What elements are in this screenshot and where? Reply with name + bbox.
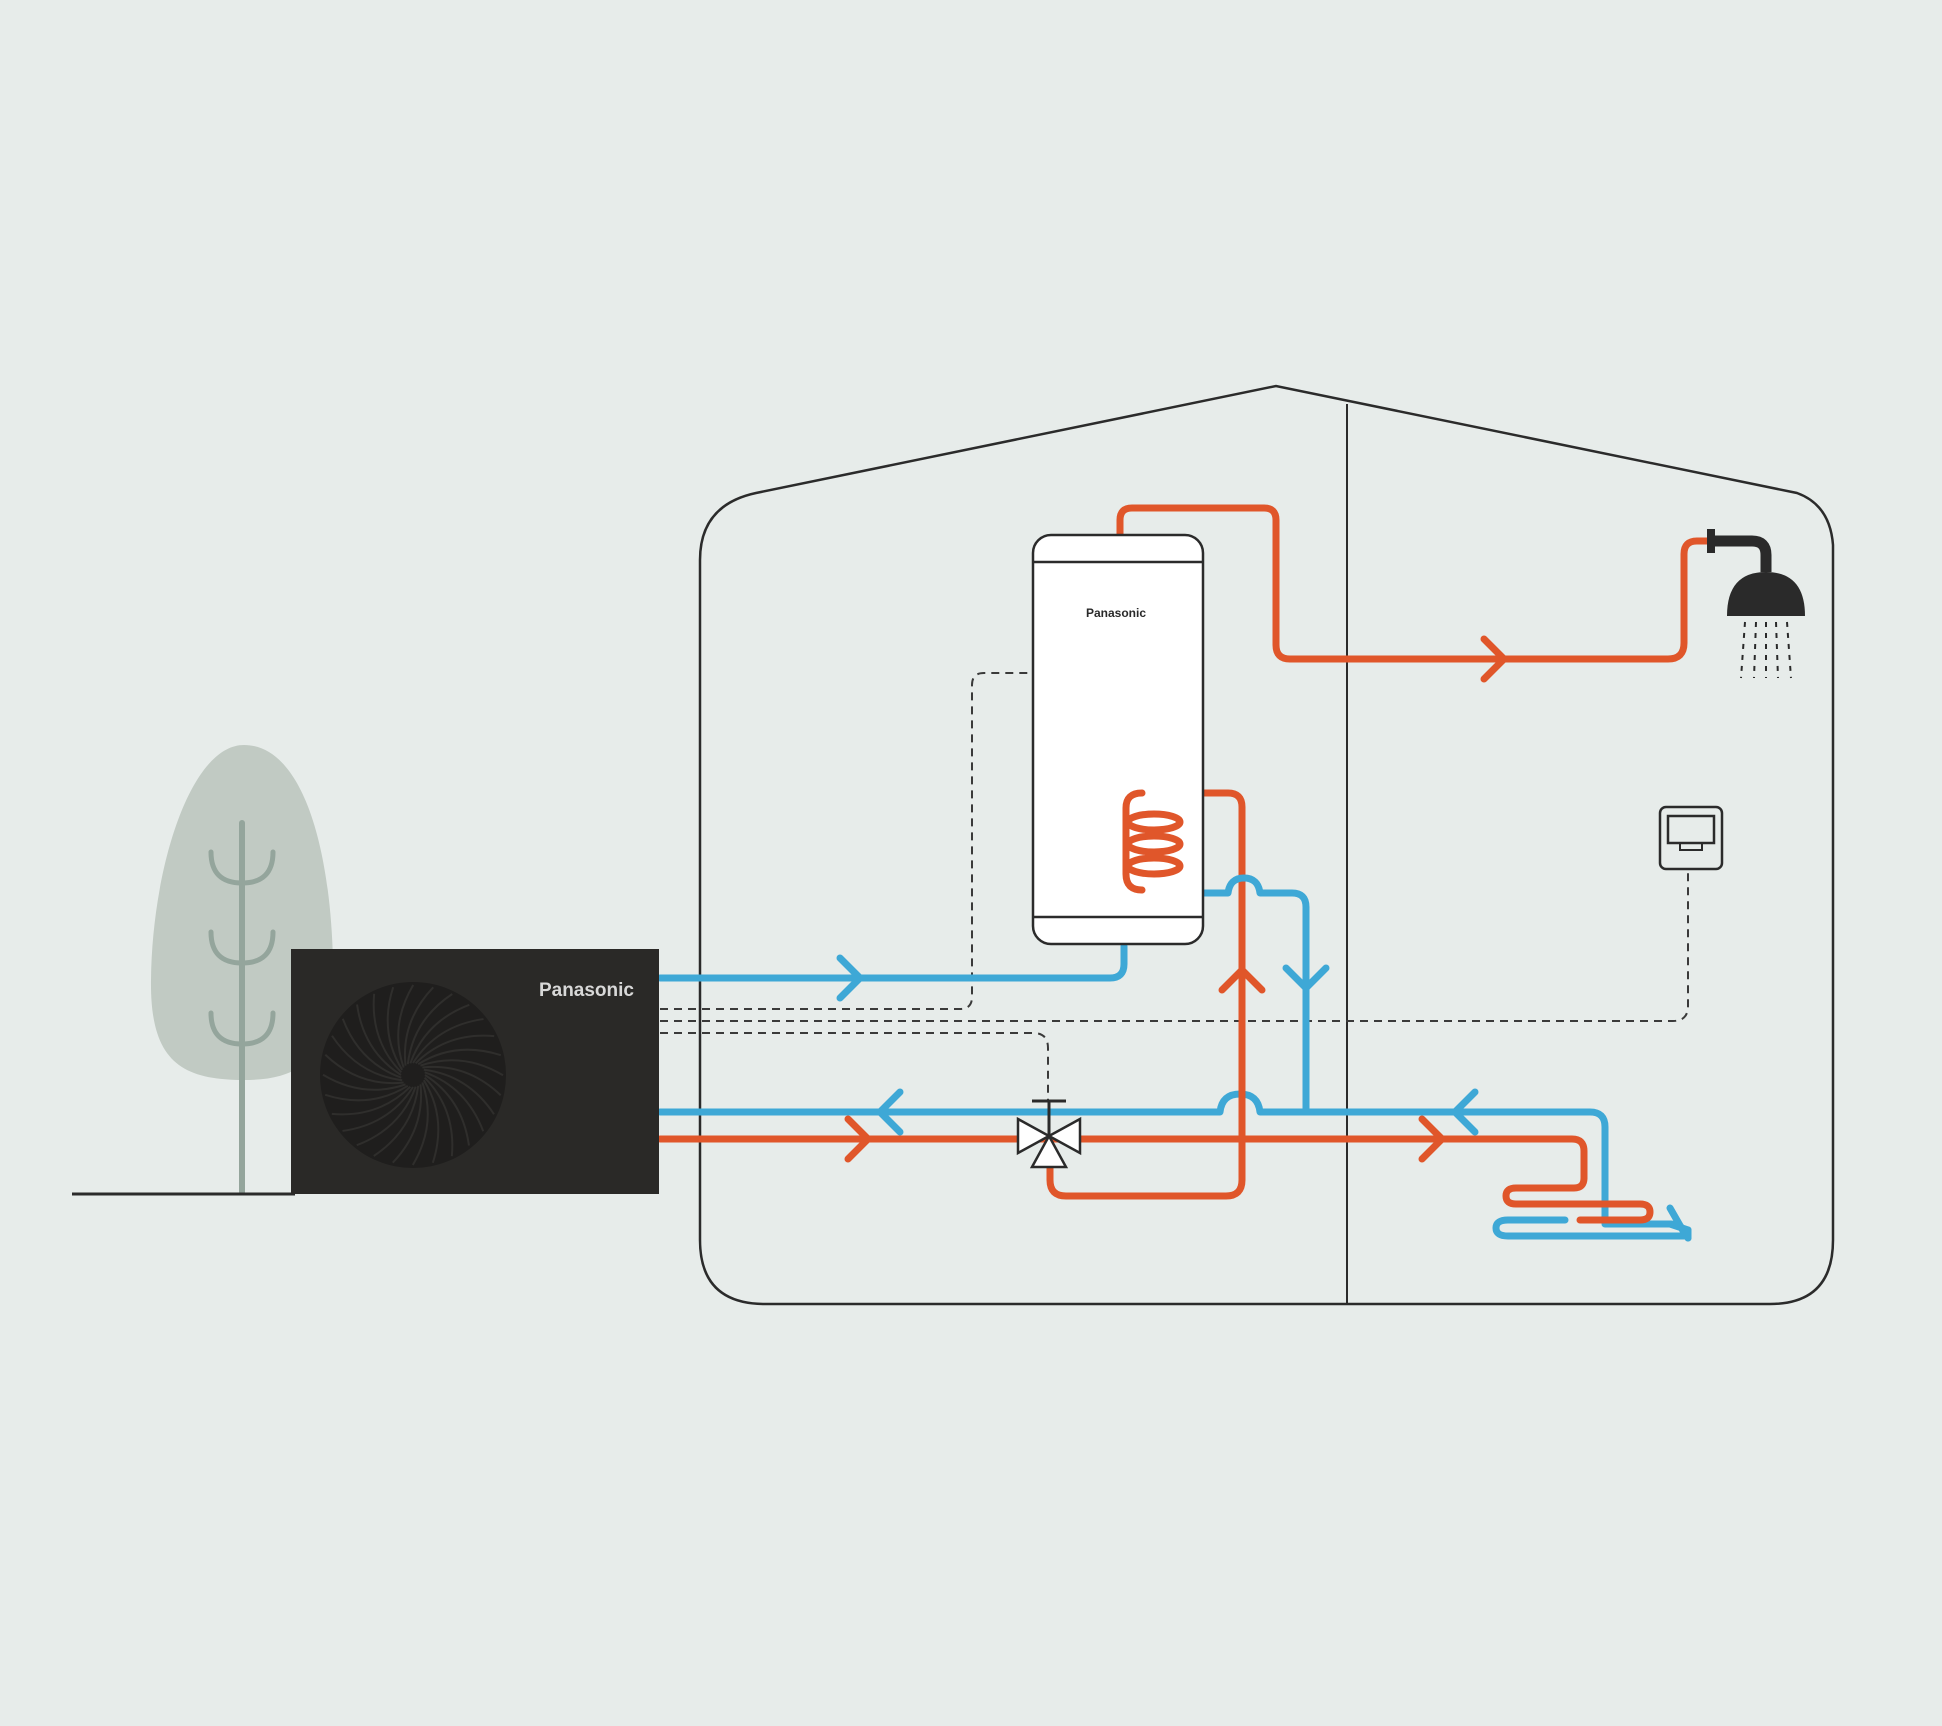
arrow-right-icon [1418, 1115, 1446, 1163]
coil-turn [1124, 832, 1184, 856]
pipe-coil-return [1138, 874, 1310, 1116]
fan-blade [324, 1084, 409, 1102]
fan-blade [409, 1003, 470, 1064]
underfloor-heating-icon [1492, 1174, 1692, 1242]
fan-blade [423, 1076, 454, 1157]
fan-blade [356, 1086, 417, 1147]
fan-blade [372, 993, 403, 1074]
tree-icon [150, 745, 334, 1195]
fan-icon [320, 982, 506, 1168]
pipe-heating-flow [656, 1135, 1588, 1182]
wire-to-thermostat [660, 872, 1689, 1022]
shower-water [1740, 621, 1792, 679]
arrow-left-icon [1451, 1088, 1479, 1136]
fan-blade [422, 1065, 502, 1096]
wire-to-valve [660, 1032, 1049, 1100]
house-outline [698, 384, 1835, 1306]
tree-branch [208, 1010, 276, 1047]
shower-arm [1711, 535, 1772, 572]
arrow-left-icon [876, 1088, 904, 1136]
coil-turn [1124, 854, 1184, 878]
pipe-hot-to-shower [1116, 504, 1714, 663]
thermostat-body [1658, 805, 1724, 871]
fan-blade [356, 1004, 402, 1076]
valve-port-left [1016, 1116, 1052, 1156]
pipe-heating-return [656, 1090, 1692, 1242]
outdoor-unit-brand-label: Panasonic [539, 980, 634, 1001]
fan-blade [420, 1059, 504, 1077]
fan-blade [392, 1084, 423, 1164]
pipe-cold-to-tank [656, 942, 1128, 982]
tank-body [1031, 533, 1205, 946]
arrow-down-icon [1282, 964, 1330, 992]
tree-branch [208, 929, 276, 966]
thermostat-screen [1666, 814, 1716, 845]
fan-blade [386, 986, 404, 1071]
fan-blade [331, 1035, 403, 1082]
fan-blade [417, 1048, 502, 1066]
fan-blade [373, 1085, 420, 1157]
fan-blade [422, 1079, 440, 1164]
fan-blade [397, 984, 415, 1068]
fan-blade [324, 1054, 404, 1085]
fan-blade [424, 1071, 485, 1132]
arrow-right-icon [844, 1115, 872, 1163]
tree-branch [208, 849, 276, 886]
fan-blade [403, 986, 434, 1066]
thermostat-button [1679, 842, 1703, 851]
outdoor-heat-pump-unit: Panasonic [291, 949, 659, 1194]
ufh-cold-coil [1492, 1204, 1692, 1242]
fan-blade [414, 1034, 495, 1065]
wire-to-tank-sensor [660, 672, 1120, 1010]
three-way-valve-icon [1016, 1099, 1082, 1169]
hot-water-tank: Panasonic [1031, 533, 1205, 946]
ufh-hot-coil [1502, 1174, 1654, 1224]
thermostat-icon [1658, 805, 1724, 871]
fan-blade [411, 1082, 429, 1166]
fan-blade [331, 1085, 412, 1116]
shower-head [1727, 572, 1805, 616]
shower-icon [1707, 529, 1805, 679]
coil-turn [1124, 810, 1184, 834]
fan-blade [412, 1018, 484, 1064]
arrow-right-icon [1480, 635, 1508, 683]
fan-blade [342, 1086, 414, 1132]
valve-port-bottom [1029, 1133, 1069, 1169]
arrow-right-icon [836, 954, 864, 1002]
fan-blade [341, 1018, 402, 1079]
fan-blade [406, 993, 453, 1065]
tank-brand-label: Panasonic [1086, 606, 1146, 620]
arrow-up-icon [1218, 966, 1266, 994]
fan-blade [424, 1074, 470, 1146]
fan-blade [423, 1068, 495, 1115]
fan-blade [322, 1073, 406, 1091]
house-walls [698, 384, 1835, 1306]
valve-port-right [1046, 1116, 1082, 1156]
